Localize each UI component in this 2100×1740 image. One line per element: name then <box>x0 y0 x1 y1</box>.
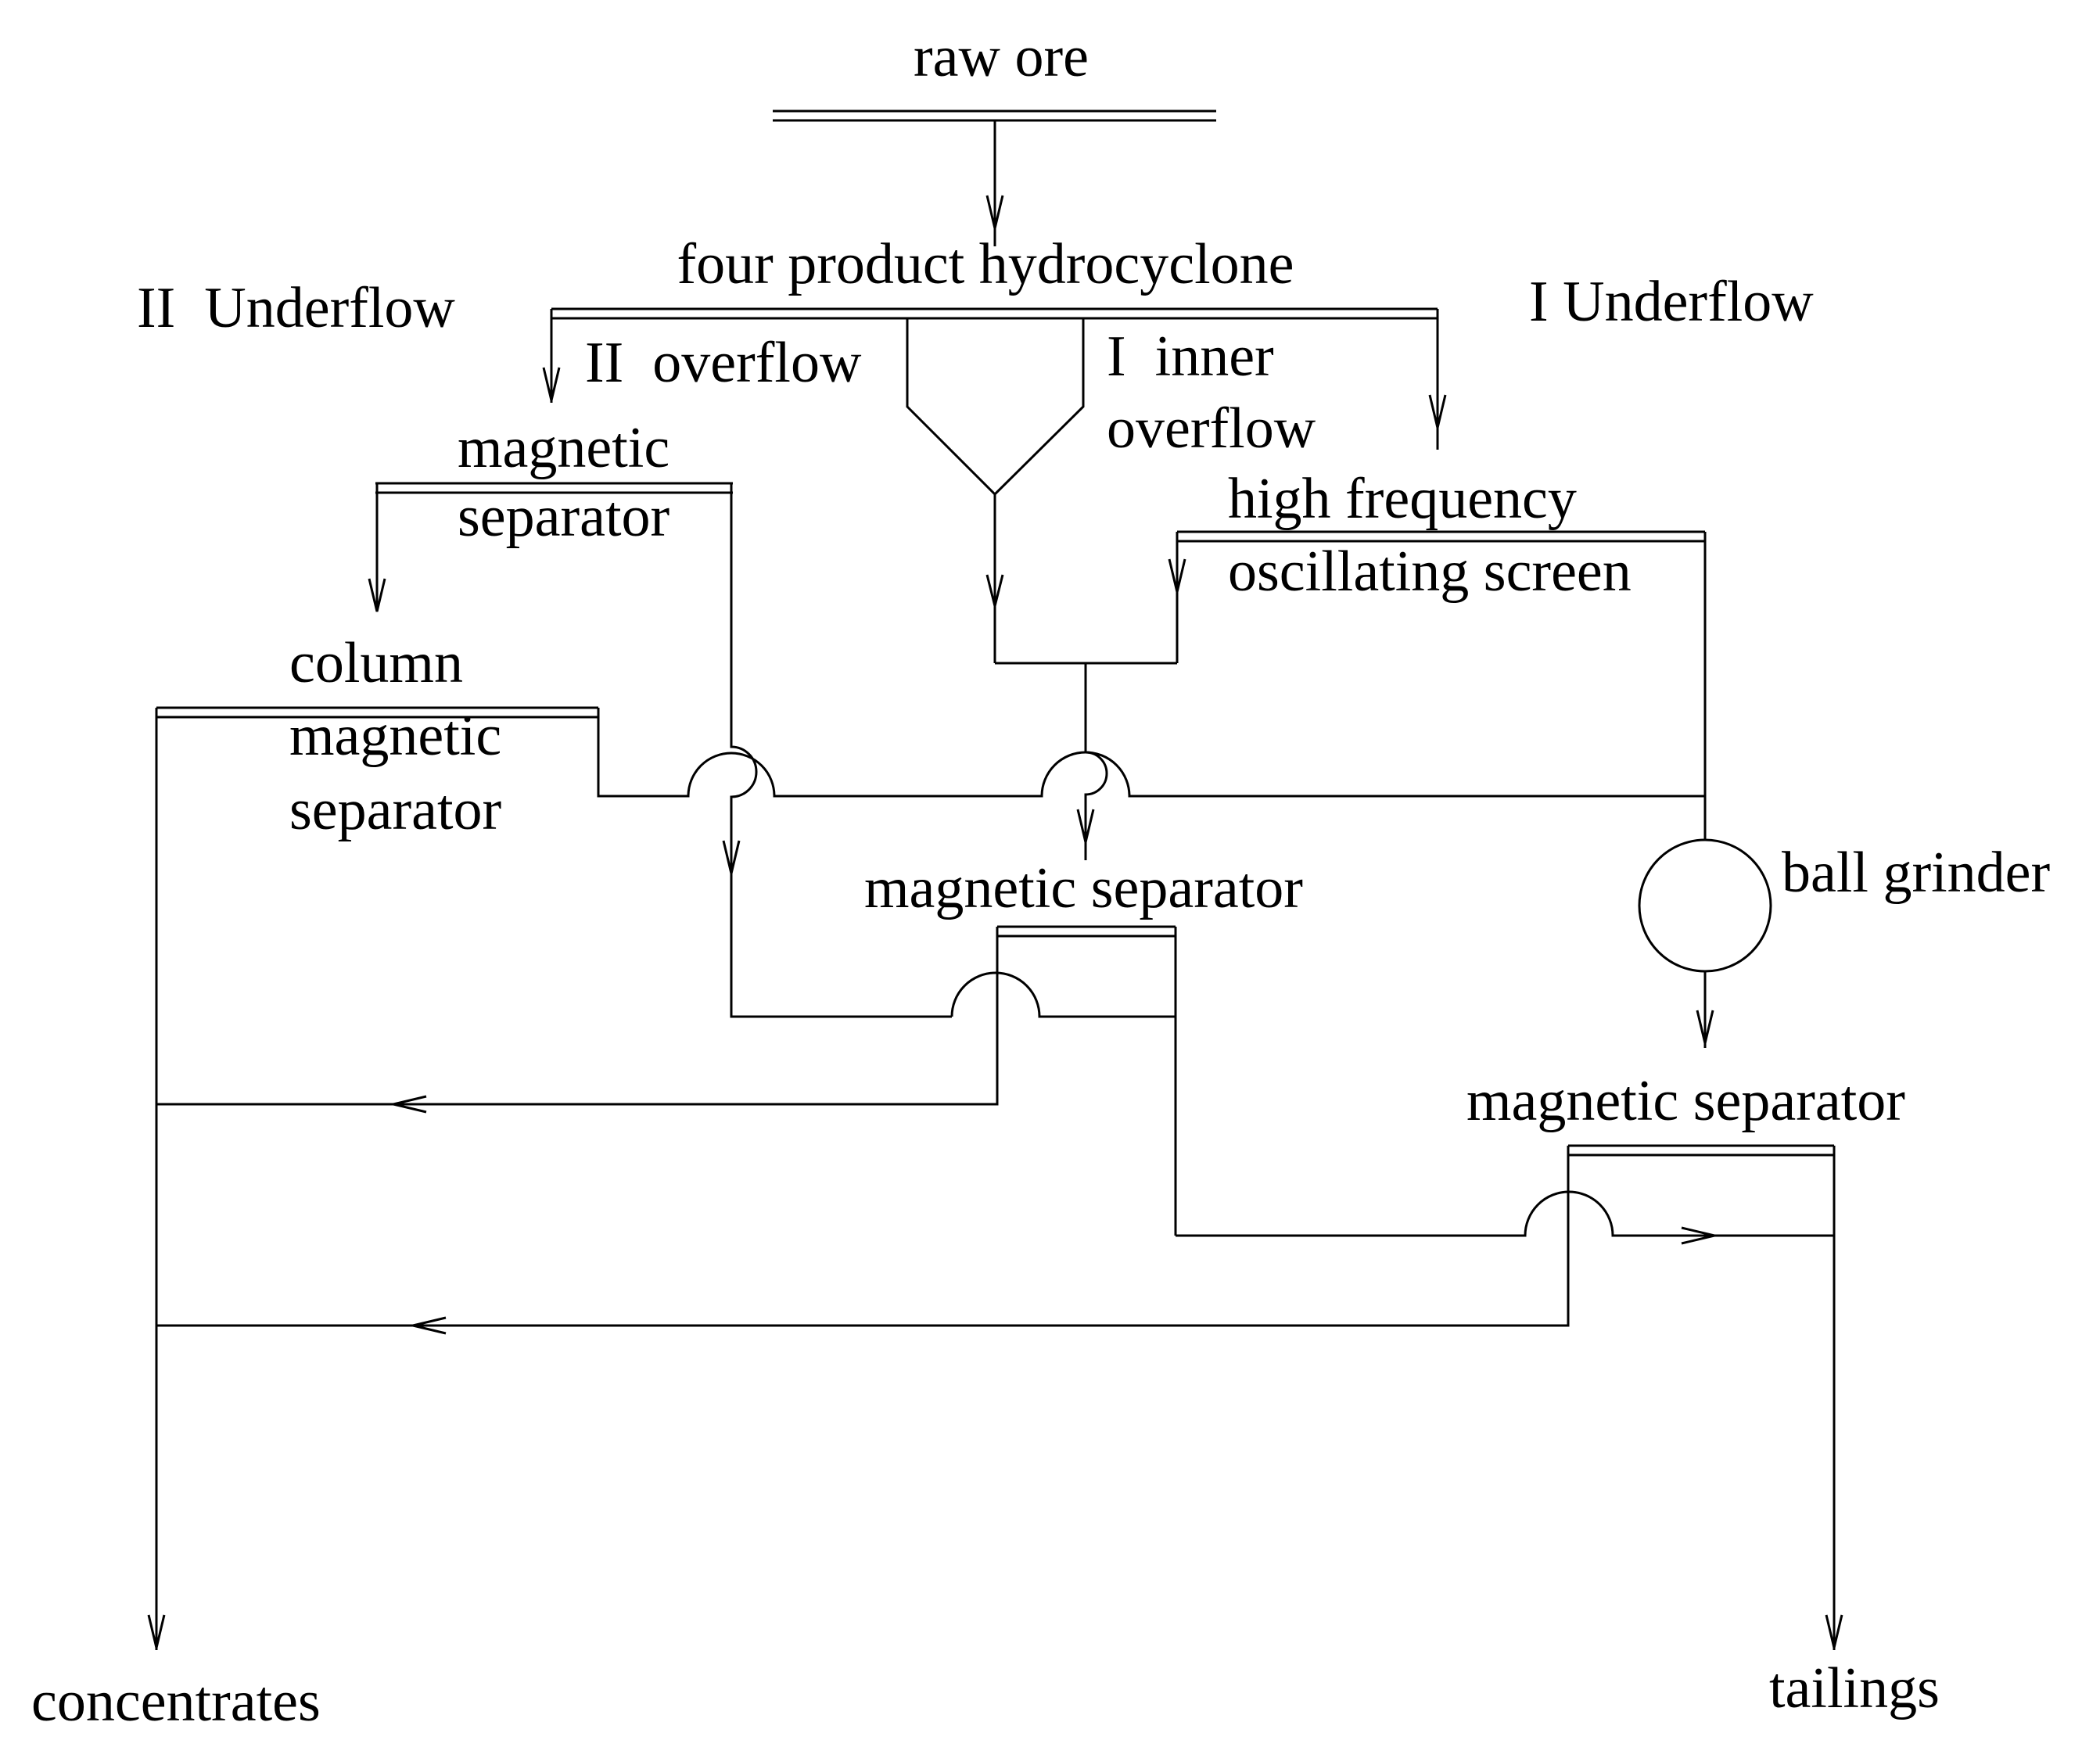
i-inner-overflow-label-line1: I inner <box>1107 325 1274 389</box>
ball-grinder-symbol <box>1638 838 1772 973</box>
overflow-combiner <box>906 318 1085 497</box>
down-arrowhead <box>722 840 741 874</box>
magnetic-separator-1-bar <box>375 482 733 494</box>
i-underflow-label: I Underflow <box>1529 270 1814 334</box>
magnetic-separator-1-label-line1: magnetic <box>458 416 669 480</box>
magnetic-separator-2-bar <box>997 925 1176 938</box>
left-arrowhead <box>412 1316 447 1335</box>
column-separator-bar <box>156 706 598 719</box>
mag2-tailings-to-tailings <box>1176 1190 1834 1237</box>
down-arrowhead <box>985 195 1004 229</box>
right-arrowhead <box>1681 1226 1715 1245</box>
down-arrowhead <box>147 1614 166 1649</box>
screen-bar <box>1177 530 1705 543</box>
down-arrowhead <box>985 574 1004 607</box>
tailings-label: tailings <box>1769 1656 1940 1720</box>
hydrocyclone-label: four product hydrocyclone <box>677 232 1294 296</box>
i-inner-overflow-label-line2: overflow <box>1107 396 1316 461</box>
screen-label-line2: oscillating screen <box>1228 540 1632 604</box>
ball-grinder-label: ball grinder <box>1782 841 2050 905</box>
down-arrowhead <box>1825 1614 1843 1649</box>
down-arrowhead <box>1168 558 1186 593</box>
column-separator-label-line2: magnetic <box>289 704 501 768</box>
mag3-concentrate-line <box>156 1146 1570 1327</box>
left-arrowhead <box>393 1095 427 1114</box>
magnetic-separator-3-label: magnetic separator <box>1466 1069 1905 1133</box>
mag1-tailings-line <box>730 483 952 1018</box>
down-arrowhead <box>368 578 386 612</box>
screen-label-line1: high frequency <box>1228 467 1577 531</box>
column-tailings-line <box>597 708 1705 798</box>
magnetic-separator-2-label: magnetic separator <box>864 856 1303 920</box>
mag2-concentrate-line <box>156 927 999 1106</box>
ii-overflow-label: II overflow <box>585 331 862 395</box>
concentrates-label: concentrates <box>31 1670 321 1734</box>
down-arrowhead <box>1696 1010 1714 1044</box>
hydrocyclone-bar <box>551 307 1438 320</box>
column-separator-label-line1: column <box>289 631 463 695</box>
column-separator-label-line3: separator <box>289 778 501 842</box>
magnetic-separator-3-bar <box>1568 1144 1834 1157</box>
ii-underflow-label: II Underflow <box>137 276 455 340</box>
raw-ore-bar <box>773 109 1216 122</box>
down-arrowhead <box>542 367 561 401</box>
raw-ore-label: raw ore <box>914 25 1089 89</box>
down-arrowhead <box>1076 809 1095 843</box>
mag1-tailings-bridge <box>950 971 1176 1018</box>
down-arrowhead <box>1428 394 1447 429</box>
magnetic-separator-1-label-line2: separator <box>458 485 669 549</box>
